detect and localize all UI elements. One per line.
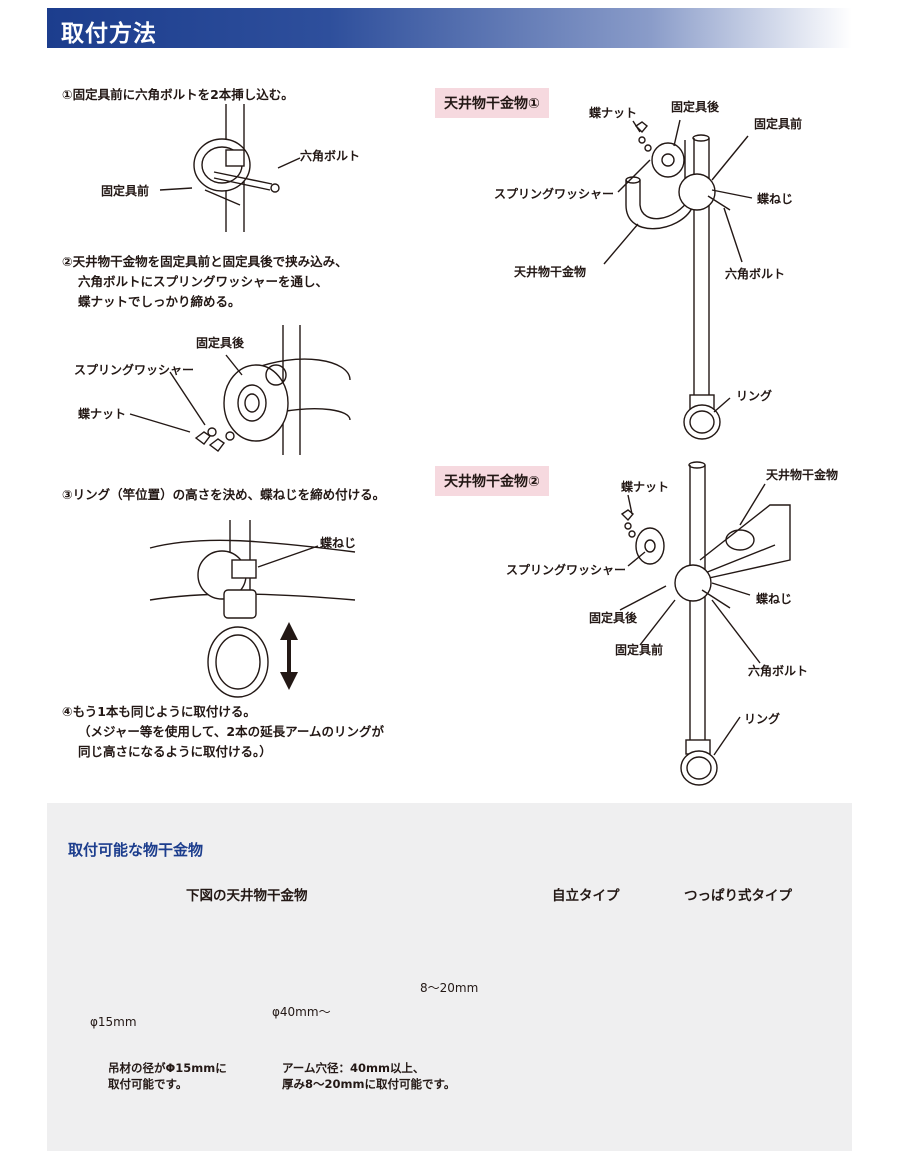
r2-spring-washer: スプリングワッシャー: [506, 563, 627, 577]
section-header: 取付方法: [47, 8, 852, 48]
hanger2-tag: 天井物干金物②: [435, 466, 549, 496]
r2-wing-screw: 蝶ねじ: [756, 592, 793, 606]
step2-text-line2: 六角ボルトにスプリングワッシャーを通し、: [78, 274, 329, 289]
dim-8-20mm: 8～20mm: [420, 981, 479, 995]
step2-text-line1: ②天井物干金物を固定具前と固定具後で挟み込み、: [62, 254, 348, 269]
fig2-label-spring-washer: スプリングワッシャー: [74, 363, 195, 377]
fig1-label-hex-bolt: 六角ボルト: [300, 149, 361, 163]
note1-line1: 吊材の径がΦ15mmに: [108, 1061, 227, 1075]
r1-wing-nut: 蝶ナット: [589, 106, 638, 120]
fig1-label-front-fixture: 固定具前: [101, 184, 150, 198]
dim-15mm: φ15mm: [90, 1015, 137, 1029]
r2-wing-nut: 蝶ナット: [621, 480, 670, 494]
fig3-label-wing-screw: 蝶ねじ: [320, 536, 357, 550]
r1-rear-fixture: 固定具後: [671, 100, 720, 114]
standalone-subtitle: 自立タイプ: [552, 888, 620, 904]
section-title: 取付方法: [61, 21, 157, 47]
dim-40mm: φ40mm～: [272, 1005, 331, 1019]
right2-drawing: [619, 461, 791, 786]
right1-drawing: [603, 119, 753, 440]
note1-line2: 取付可能です。: [108, 1077, 188, 1091]
fig1-drawing: [159, 104, 301, 232]
note2: アーム穴径：40mm以上、 厚み8～20mmに取付可能です。: [282, 1060, 455, 1092]
r2-ceiling-hanger: 天井物干金物: [766, 468, 839, 482]
fig2-label-rear-fixture: 固定具後: [196, 336, 245, 350]
r1-hex-bolt: 六角ボルト: [725, 267, 786, 281]
step1-text: ①固定具前に六角ボルトを2本挿し込む。: [62, 87, 294, 102]
fig2-drawing: [129, 325, 351, 455]
step4-text-line2: （メジャー等を使用して、2本の延長アームのリングが: [78, 724, 384, 739]
r1-ring: リング: [736, 389, 773, 403]
step4-text-line3: 同じ高さになるように取付ける。）: [78, 744, 272, 759]
height-arrow: [280, 622, 298, 690]
hanger1-tag: 天井物干金物①: [435, 88, 549, 118]
step2-text-line3: 蝶ナットでしっかり締める。: [78, 294, 241, 309]
fig2-label-wing-nut: 蝶ナット: [78, 407, 127, 421]
note2-line1: アーム穴径：40mm以上、: [282, 1061, 425, 1075]
r2-ring: リング: [744, 712, 781, 726]
fig3-drawing: [149, 520, 356, 698]
note1: 吊材の径がΦ15mmに 取付可能です。: [108, 1060, 227, 1092]
r1-ceiling-hanger: 天井物干金物: [514, 265, 587, 279]
r2-front-fixture: 固定具前: [615, 643, 664, 657]
r2-hex-bolt: 六角ボルト: [748, 664, 809, 678]
ceiling-subtitle: 下図の天井物干金物: [186, 888, 308, 904]
step4-text-line1: ④もう1本も同じように取付ける。: [62, 704, 256, 719]
r1-wing-screw: 蝶ねじ: [757, 192, 794, 206]
compat-panel: [47, 803, 852, 1151]
r1-front-fixture: 固定具前: [754, 117, 803, 131]
compat-title: 取付可能な物干金物: [68, 841, 204, 859]
tension-subtitle: つっぱり式タイプ: [684, 888, 792, 904]
note2-line2: 厚み8～20mmに取付可能です。: [282, 1077, 456, 1091]
step3-text: ③リング（竿位置）の高さを決め、蝶ねじを締め付ける。: [62, 487, 386, 502]
r2-rear-fixture: 固定具後: [589, 611, 638, 625]
r1-spring-washer: スプリングワッシャー: [494, 187, 615, 201]
